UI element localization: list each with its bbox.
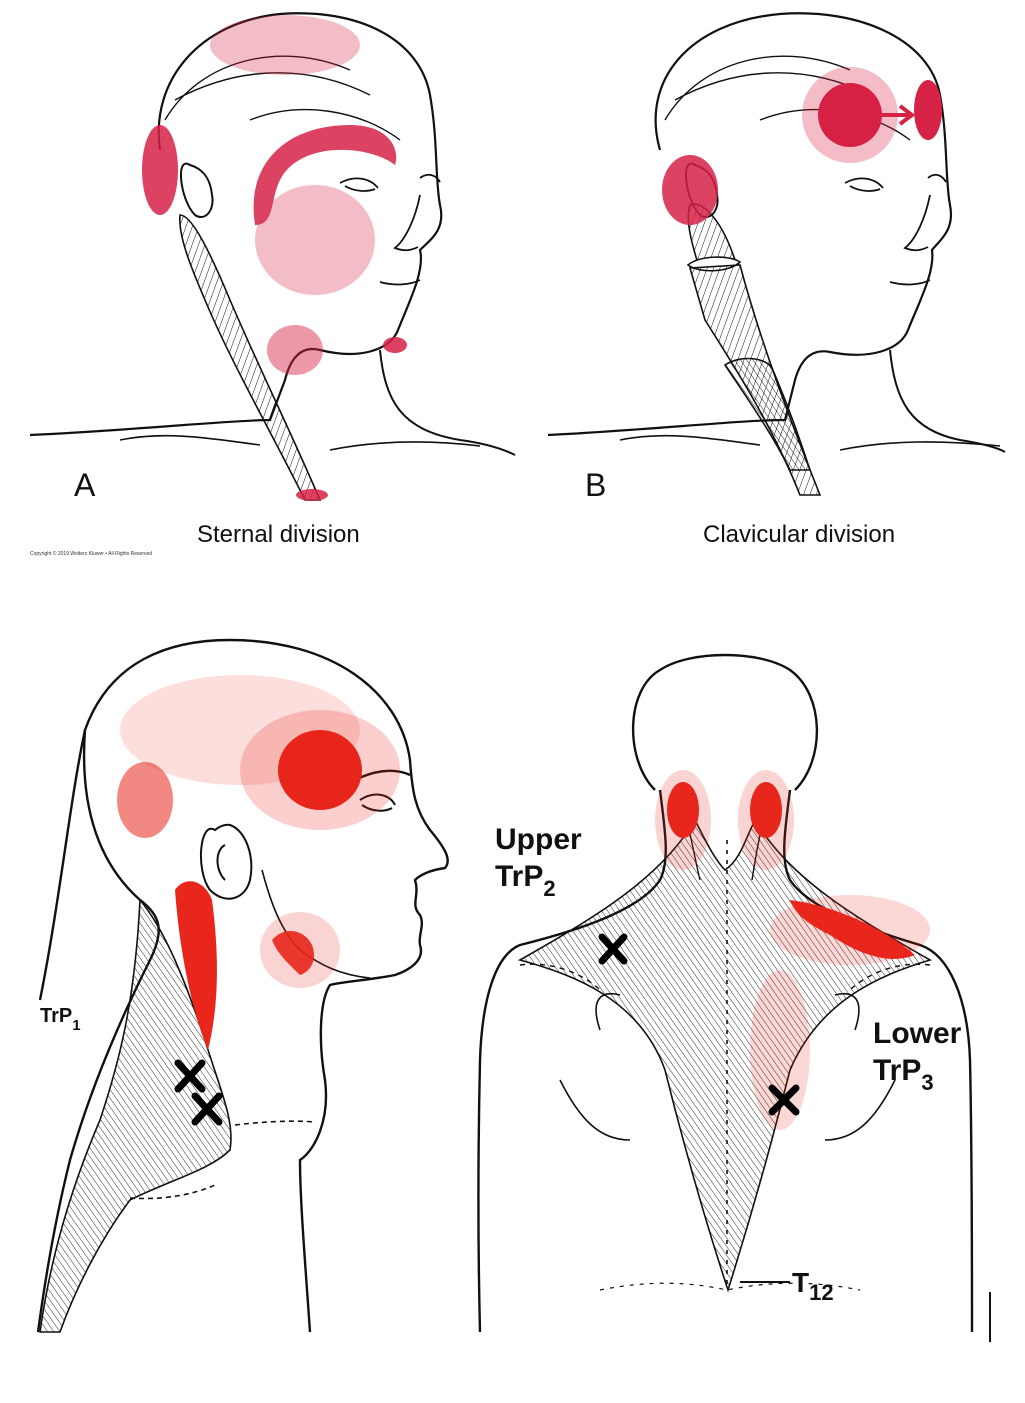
eye-a-right [419,173,441,183]
side-ear [199,823,253,900]
back-scapula-right [824,993,896,1141]
panel-b-caption: Clavicular division [703,521,895,548]
hair-a [164,55,401,141]
neck-b-line [889,349,1006,453]
clavicle-a [119,434,481,451]
back-scapula-left [559,993,631,1141]
back-shoulder-line [519,963,931,991]
label-trp2: TrP2 [495,860,556,901]
label-trp3: TrP3 [873,1054,934,1095]
label-trp3-sub: 3 [921,1070,933,1095]
copyright-text: Copyright © 2019 Wolters Kluwer • All Ri… [30,550,152,557]
side-head-outline [38,638,449,1333]
side-shoulder-line [129,1120,316,1200]
scm-sternal-stub [723,357,812,471]
panel-a-letter: A [74,467,96,503]
back-view-figure [477,653,991,1342]
trigger-point-x-marker [174,1059,223,1126]
eye-b [844,177,884,192]
label-trp1-sub: 1 [72,1017,80,1034]
panel-a-head [29,12,516,501]
label-t12-sub: 12 [809,1280,833,1305]
pain-pattern-sternal [142,15,407,501]
nose-a [393,194,421,252]
back-lower-line [599,1282,861,1291]
nose-b [903,194,931,252]
label-t12: T12 [792,1267,834,1305]
side-view-figure [36,638,449,1333]
label-trp1: TrP1 [40,1005,81,1034]
label-upper-word: Upper [495,823,582,856]
panel-a-caption: Sternal division [197,521,360,548]
back-trapezius [517,818,933,1293]
label-trp2-sub: 2 [543,876,555,901]
mouth-b [889,279,931,286]
neck-a-line [379,349,516,456]
pain-pattern-clavicular [662,67,942,225]
panel-b-head [547,12,1006,496]
panel-b-letter: B [585,467,606,503]
ear-a [179,162,214,218]
trigger-point-x-marker-upper [598,933,628,965]
eye-b-right [927,173,947,183]
mouth-a [379,279,421,286]
head-a-outline [29,12,443,437]
head-b-outline [547,12,953,437]
label-lower-word: Lower [873,1017,962,1050]
eye-a [339,177,379,192]
pain-pattern-trp1 [117,675,400,1050]
side-eye [359,793,396,812]
trigger-point-x-marker-lower [768,1084,800,1116]
clavicle-b [619,434,1001,451]
back-head-outline [631,653,819,791]
